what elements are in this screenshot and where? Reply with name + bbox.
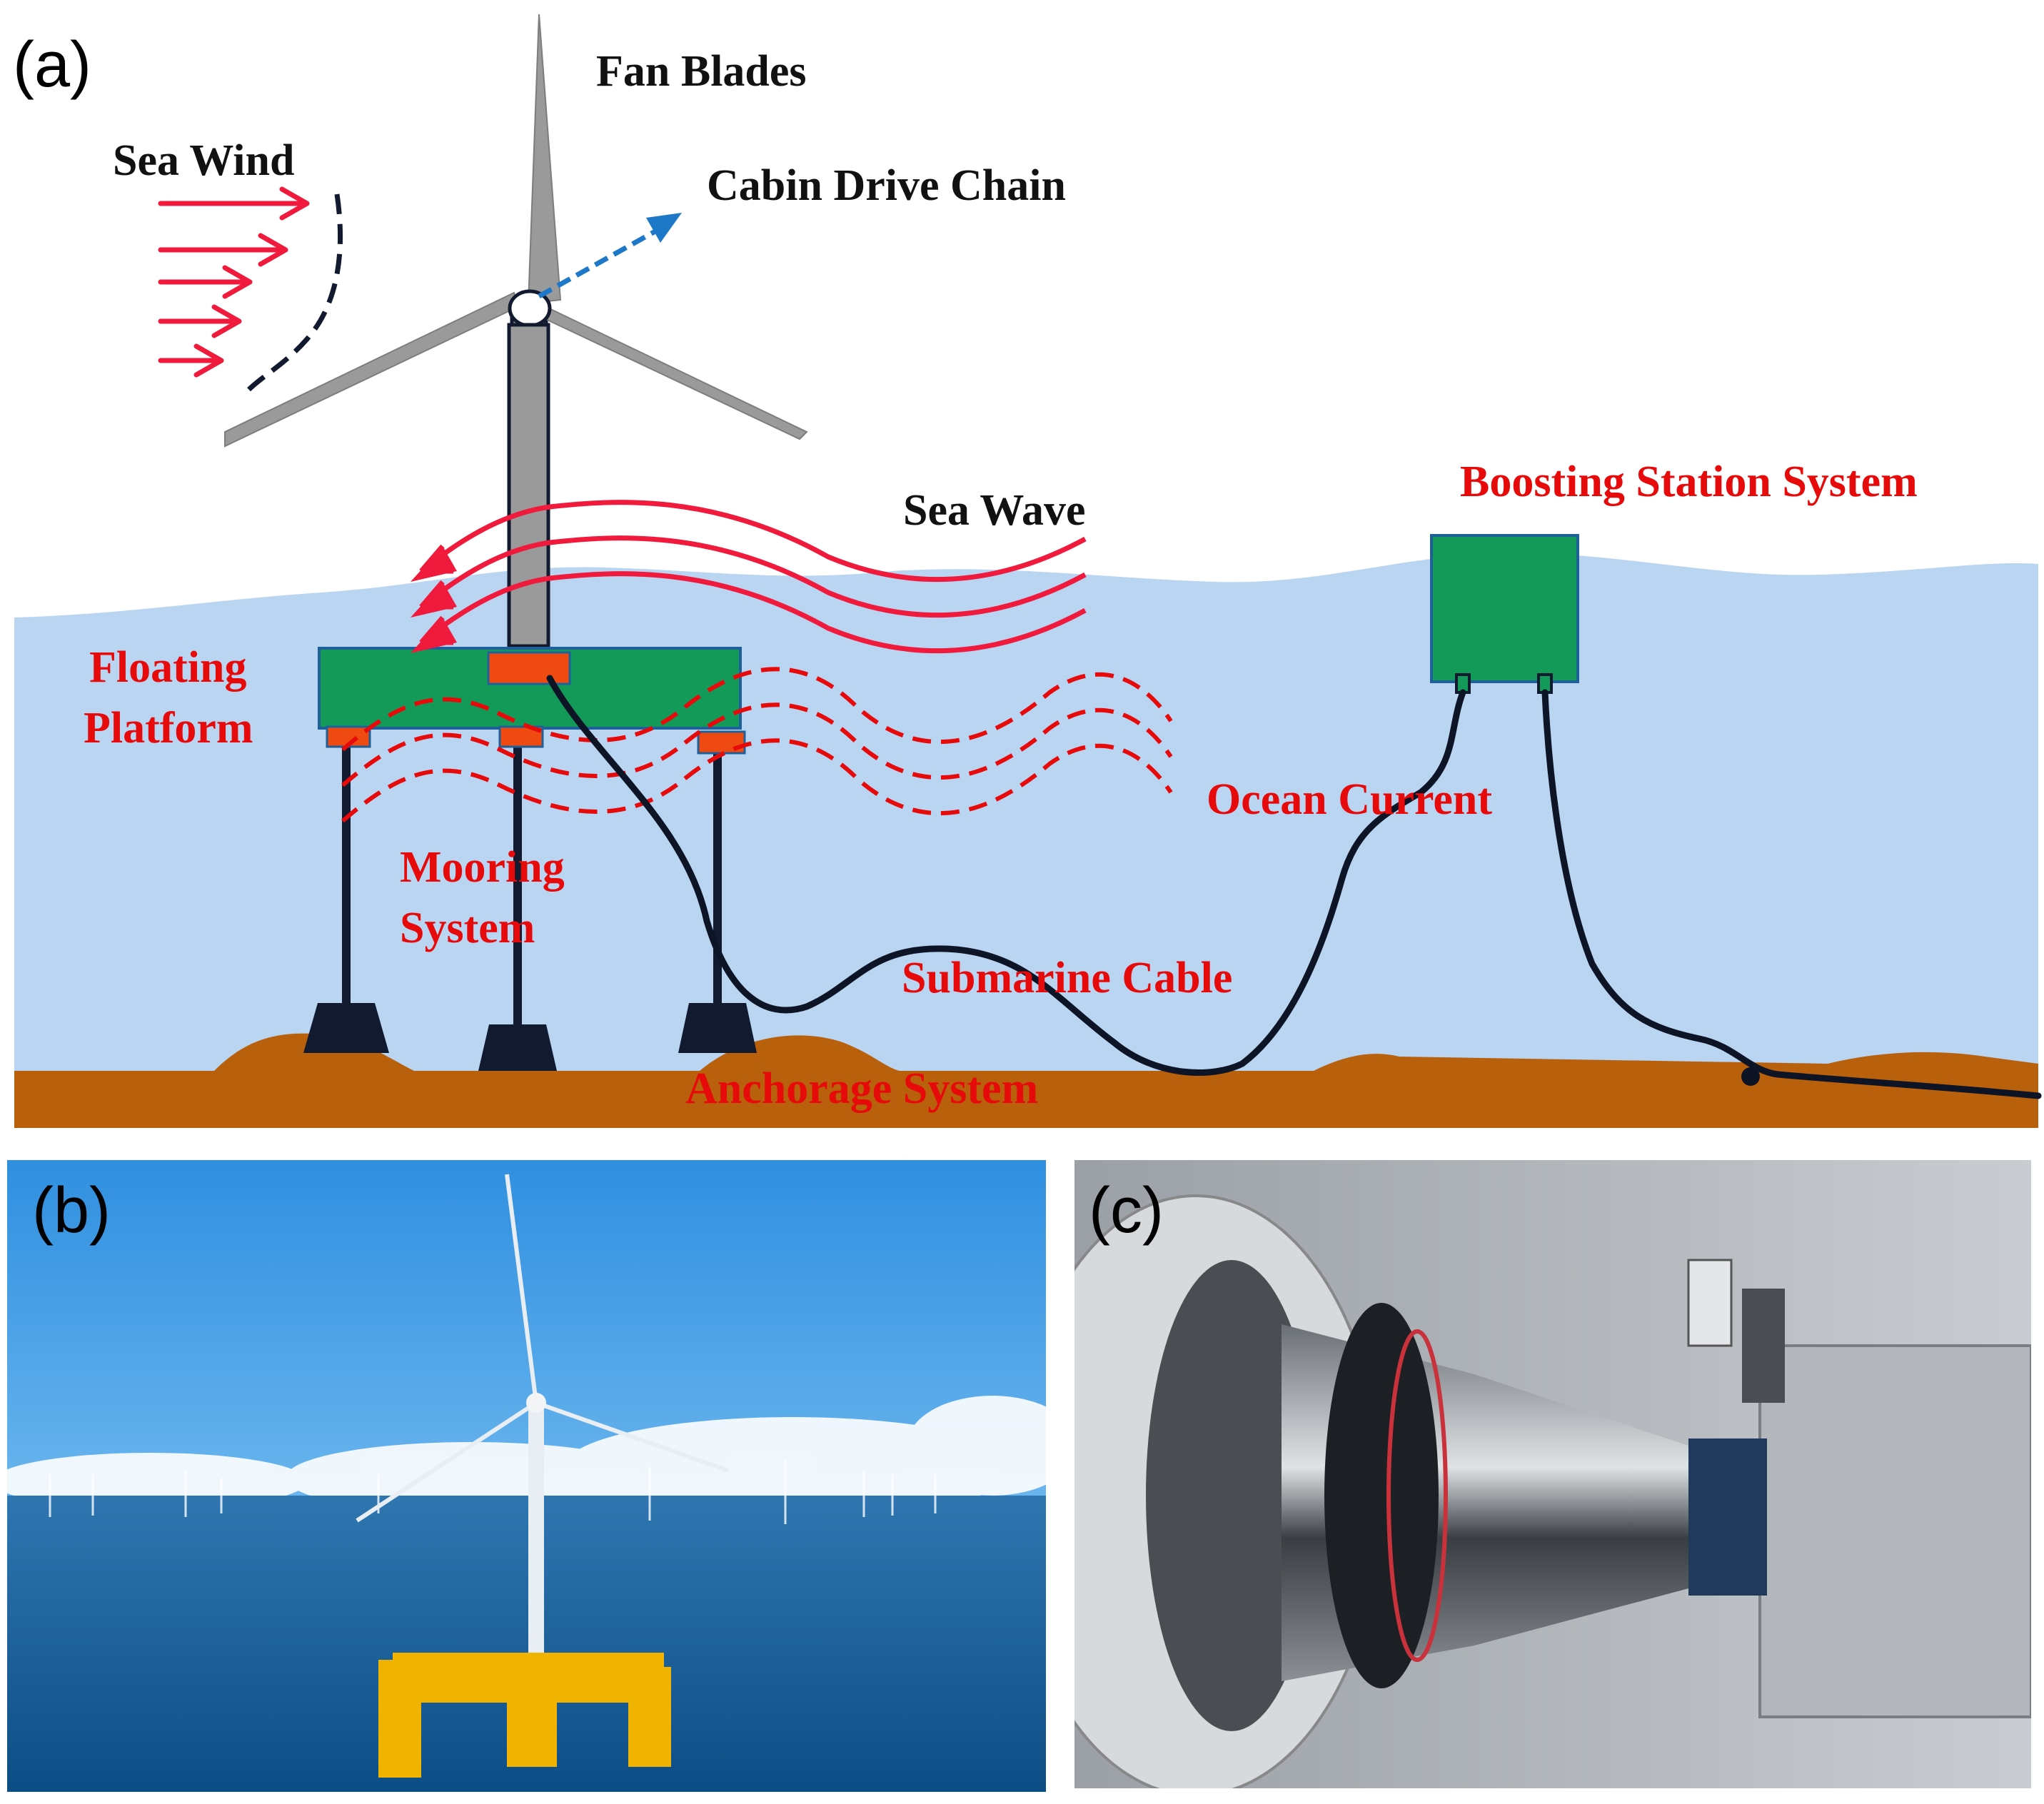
boosting-station [1430, 534, 1579, 683]
platform-connectors [326, 651, 746, 755]
anchors [303, 1003, 757, 1071]
label-submarine-cable: Submarine Cable [902, 954, 1232, 1002]
drive-chain-render [1074, 1160, 2031, 1788]
floating-wind-diagram: Fan Blades Sea Wind Cabin Drive Chain Se… [14, 14, 2042, 1128]
wave-arrowheads [411, 546, 457, 653]
control-cabinet [1687, 1259, 1733, 1347]
seabed [14, 1033, 2038, 1128]
label-cabin-drive-chain: Cabin Drive Chain [707, 161, 1066, 210]
label-ocean-current: Ocean Current [1207, 775, 1492, 824]
label-sea-wind: Sea Wind [113, 136, 294, 185]
label-sea-wave: Sea Wave [903, 486, 1085, 535]
cable-junction [1741, 1067, 1760, 1086]
diagram-labels: Fan Blades Sea Wind Cabin Drive Chain Se… [84, 47, 1918, 1113]
label-floating-platform-line2: Platform [84, 704, 253, 752]
panel-a-label: (a) [13, 29, 91, 101]
coupling-gear [1324, 1303, 1439, 1688]
ocean-current-lines [341, 667, 1173, 823]
sea-wind-arrows [158, 186, 310, 378]
panel-c-label: (c) [1089, 1175, 1164, 1246]
panel-c-render: (c) [1074, 1160, 2031, 1788]
cabin-drive-chain-arrow [538, 213, 682, 299]
label-boosting-station: Boosting Station System [1460, 458, 1918, 506]
panel-b-photo: (b) [7, 1160, 1046, 1792]
label-mooring-line2: System [400, 904, 535, 952]
label-floating-platform-line1: Floating [89, 643, 246, 692]
label-anchorage-system: Anchorage System [685, 1064, 1038, 1113]
main-tower [528, 1403, 544, 1731]
submarine-cables [546, 675, 2042, 1099]
yellow-floating-platform [378, 1653, 671, 1778]
panel-a-floating-wind-diagram: (a) [13, 14, 2042, 1128]
label-fan-blades: Fan Blades [596, 47, 807, 96]
generator [1758, 1344, 2031, 1718]
label-mooring-line1: Mooring [400, 843, 565, 892]
offshore-turbine-photo [7, 1160, 1046, 1792]
mooring-lines [342, 742, 722, 1028]
wind-profile-curve [241, 193, 343, 398]
main-blades [356, 1174, 729, 1523]
panel-b-label: (b) [32, 1175, 111, 1246]
